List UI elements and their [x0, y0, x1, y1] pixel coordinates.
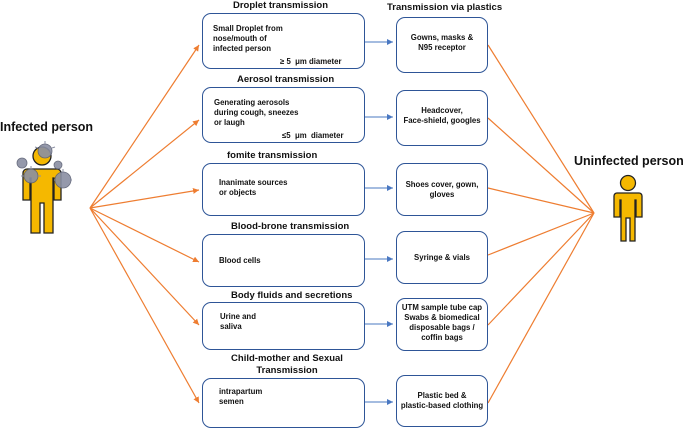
fluids-box — [202, 302, 365, 350]
converge-line-4 — [487, 212, 595, 256]
infected-person-label: Infected person — [0, 120, 94, 134]
blood-desc: Blood cells — [219, 256, 261, 265]
fomite-plastics-box — [396, 163, 488, 216]
fluids-title: Body fluids and secretions — [231, 290, 353, 301]
fan-line-blood — [89, 207, 200, 263]
aerosol-plastics-box — [396, 90, 488, 146]
sexual-plastics: Plastic bed &plastic-based clothing — [400, 391, 484, 410]
fomite-box — [202, 163, 365, 216]
sexual-box — [202, 378, 365, 428]
fan-line-sexual — [89, 207, 200, 404]
droplet-title: Droplet transmission — [233, 0, 329, 11]
sexual-plastics-box — [396, 375, 488, 427]
converge-line-1 — [487, 44, 595, 214]
plastics-header: Transmission via plastics — [387, 2, 503, 13]
fan-line-aerosol — [89, 119, 200, 209]
converge-line-3 — [487, 187, 595, 214]
droplet-note: ≥ 5 μm diameter — [280, 57, 342, 66]
fan-line-fomite — [89, 188, 200, 209]
fomite-plastics: Shoes cover, gown,gloves — [405, 180, 479, 199]
fan-line-fluids — [89, 207, 200, 326]
blood-box — [202, 234, 365, 287]
blood-plastics-box — [396, 231, 488, 284]
infected-person-icon — [16, 141, 72, 234]
uninfected-person-label: Uninfected person — [574, 154, 684, 168]
droplet-plastics-box — [396, 17, 488, 73]
fan-line-droplet — [89, 44, 200, 209]
converge-line-2 — [487, 117, 595, 214]
fomite-title: fomite transmission — [227, 150, 318, 161]
droplet-box — [202, 13, 365, 69]
aerosol-title: Aerosol transmission — [237, 74, 335, 85]
converge-line-5 — [487, 212, 595, 326]
aerosol-plastics: Headcover,Face-shield, googles — [403, 106, 481, 125]
converge-line-6 — [487, 212, 595, 404]
aerosol-box — [202, 87, 365, 143]
blood-title: Blood-brone transmission — [231, 221, 350, 232]
uninfected-person-icon — [613, 174, 643, 242]
aerosol-note: ≤5 μm diameter — [282, 131, 344, 140]
converge-lines — [487, 44, 595, 404]
plastics-arrows — [365, 39, 393, 405]
fluids-plastics-box — [396, 298, 488, 351]
infection-fan-lines — [89, 44, 200, 404]
blood-plastics: Syringe & vials — [414, 253, 470, 262]
droplet-plastics: Gowns, masks &N95 receptor — [410, 33, 474, 52]
